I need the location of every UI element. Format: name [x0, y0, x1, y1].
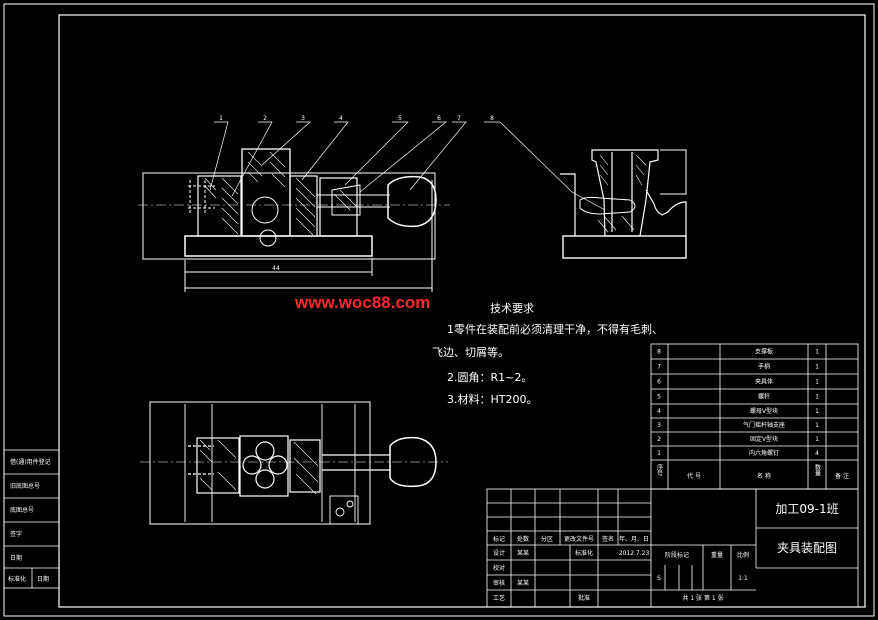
outer-border [3, 3, 875, 617]
balloon-8: 8 [490, 115, 494, 122]
side-cell-5: 日期 [10, 554, 22, 562]
h-mark: 标记 [493, 535, 505, 543]
side-view [560, 149, 687, 259]
h-count: 处数 [517, 535, 529, 543]
front-view [138, 148, 450, 292]
side-cell-4: 签字 [10, 530, 22, 538]
balloon-5: 5 [398, 115, 402, 122]
balloon-labels: 1 2 3 4 5 6 7 8 44 [219, 115, 494, 272]
tech-line-2: 2.圆角：R1~2。 [447, 371, 532, 384]
balloon-3: 3 [301, 115, 305, 122]
bom-cell-no: 2 [657, 436, 661, 443]
leader-lines [209, 121, 606, 211]
title-block-text: 加工09-1班 夹具装配图 标记 处数 分区 更改文件号 签名 年、月、日 设计… [493, 502, 839, 602]
dimension-label: 44 [272, 265, 280, 272]
reviewer-name: 某某 [517, 580, 529, 587]
front-view-hatching [204, 151, 357, 236]
bom-cell-name: 气门摇杆轴支座 [743, 421, 785, 429]
balloon-6: 6 [437, 115, 441, 122]
design-label: 设计 [493, 549, 505, 557]
bom-cell-name: 内六角螺钉 [749, 449, 779, 457]
bom-cell-qty: 1 [815, 408, 819, 415]
h-date: 年、月、日 [619, 535, 649, 543]
bom-cell-name: 螺杆 [758, 393, 770, 401]
balloon-1: 1 [219, 115, 223, 122]
scale-label: 比例 [737, 551, 749, 559]
inner-border [58, 14, 866, 608]
side-cell-3: 底图总号 [10, 506, 34, 514]
tech-line-3: 3.材料：HT200。 [447, 392, 537, 406]
side-cell-6: 标准化 [8, 575, 26, 583]
tech-line-1b: 飞边、切屑等。 [432, 345, 509, 359]
weight-label: 重量 [711, 551, 723, 559]
bom-header: 序号 代 号 名 称 数量 备 注 [656, 463, 849, 480]
side-cell-7: 日期 [37, 575, 49, 583]
bom-cell-qty: 1 [815, 364, 819, 371]
bom-cell-name: 支撑板 [755, 348, 773, 356]
bom-cell-no: 5 [657, 394, 661, 401]
bom-cell-name: 固定V型块 [750, 435, 778, 443]
balloon-7: 7 [457, 115, 461, 122]
bom-cell-qty: 1 [815, 379, 819, 386]
bom-rows: 8 支撑板 1 7 手柄 1 6 夹具体 1 5 螺杆 1 4 螺母V型块 1 3 气门摇杆轴支座 1 2 固定V型块… [657, 348, 819, 458]
stage-mark-label: 阶段标记 [665, 551, 689, 559]
scale-value: 1:1 [738, 575, 748, 582]
designer-name: 某某 [517, 550, 529, 557]
bom-cell-qty: 1 [815, 394, 819, 401]
sheet-count: 共 1 张 第 1 张 [682, 594, 723, 602]
approve-label: 批准 [578, 594, 590, 602]
top-view [140, 401, 448, 525]
bom-cell-no: 4 [657, 408, 661, 415]
bom-header-name: 名 称 [757, 472, 771, 480]
bom-grid [650, 343, 859, 490]
side-view-hatching [597, 154, 647, 233]
watermark: www.woc88.com [294, 293, 430, 312]
bom-header-code: 代 号 [687, 472, 701, 480]
bom-cell-name: 夹具体 [755, 378, 773, 386]
proofread-label: 校对 [493, 564, 505, 572]
title-block-grid [486, 488, 859, 608]
bom-header-qty: 数量 [814, 463, 821, 477]
tech-requirements: 技术要求 1零件在装配前必须清理干净，不得有毛刺、 飞边、切屑等。 2.圆角：R… [432, 302, 663, 406]
side-block [3, 449, 60, 589]
bom-cell-qty: 1 [815, 436, 819, 443]
standardize-label: 标准化 [575, 549, 593, 557]
drawing-title: 夹具装配图 [777, 541, 837, 555]
h-sign: 签名 [602, 535, 614, 543]
side-cell-2: 旧底图总号 [10, 482, 40, 490]
top-view-hatching [199, 439, 319, 495]
balloon-2: 2 [263, 115, 267, 122]
h-zone: 分区 [541, 535, 553, 543]
review-label: 审核 [493, 579, 505, 587]
stage-s: S [657, 575, 661, 582]
tech-title: 技术要求 [490, 302, 534, 315]
balloon-4: 4 [339, 115, 343, 122]
date-value: 2012.7.23 [619, 550, 650, 557]
class-name: 加工09-1班 [775, 502, 838, 516]
bom-cell-no: 6 [657, 379, 661, 386]
bom-cell-no: 7 [657, 364, 661, 371]
bom-cell-no: 3 [657, 422, 661, 429]
tech-line-1a: 1零件在装配前必须清理干净，不得有毛刺、 [447, 322, 663, 336]
h-docno: 更改文件号 [564, 535, 594, 543]
process-label: 工艺 [493, 594, 505, 602]
bom-cell-no: 8 [657, 349, 661, 356]
bom-cell-name: 手柄 [758, 363, 770, 371]
bom-cell-name: 螺母V型块 [750, 407, 778, 415]
bom-cell-qty: 1 [815, 349, 819, 356]
bom-cell-no: 1 [657, 450, 661, 457]
side-block-text: 借(通)用件登记 旧底图总号 底图总号 签字 日期 标准化 日期 [8, 458, 51, 583]
side-cell-1: 借(通)用件登记 [10, 458, 51, 466]
bom-header-note: 备 注 [835, 472, 849, 480]
bom-cell-qty: 4 [815, 450, 819, 457]
bom-cell-qty: 1 [815, 422, 819, 429]
bom-header-no: 序号 [656, 463, 663, 477]
